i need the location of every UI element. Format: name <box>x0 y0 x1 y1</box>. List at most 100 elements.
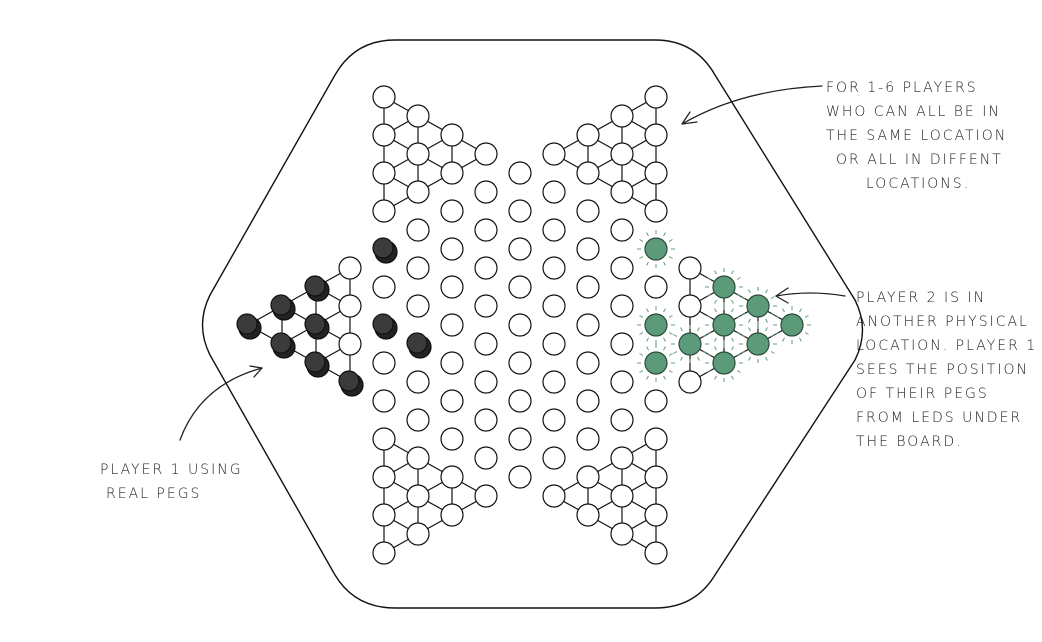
board-hole[interactable] <box>372 85 396 109</box>
board-hole[interactable] <box>610 294 634 318</box>
player1-peg[interactable] <box>372 313 398 340</box>
board-hole[interactable] <box>372 161 396 185</box>
board-hole[interactable] <box>372 541 396 565</box>
board-hole[interactable] <box>678 370 702 394</box>
board-hole[interactable] <box>372 123 396 147</box>
board-hole[interactable] <box>406 522 430 546</box>
board-hole[interactable] <box>542 294 566 318</box>
board-hole[interactable] <box>474 370 498 394</box>
board-hole[interactable] <box>406 104 430 128</box>
board-hole[interactable] <box>338 294 362 318</box>
player1-peg[interactable] <box>270 332 296 359</box>
board-hole[interactable] <box>610 446 634 470</box>
board-hole[interactable] <box>576 123 600 147</box>
board-hole[interactable] <box>644 427 668 451</box>
board-hole[interactable] <box>372 427 396 451</box>
board-hole[interactable] <box>474 256 498 280</box>
board-hole[interactable] <box>440 313 464 337</box>
board-hole[interactable] <box>576 199 600 223</box>
board-hole[interactable] <box>508 199 532 223</box>
board-hole[interactable] <box>644 503 668 527</box>
board-hole[interactable] <box>372 351 396 375</box>
board-hole[interactable] <box>610 256 634 280</box>
board-hole[interactable] <box>406 370 430 394</box>
board-hole[interactable] <box>372 503 396 527</box>
board-hole[interactable] <box>440 465 464 489</box>
board-hole[interactable] <box>440 351 464 375</box>
board-hole[interactable] <box>508 313 532 337</box>
board-hole[interactable] <box>440 161 464 185</box>
board-hole[interactable] <box>644 85 668 109</box>
board-hole[interactable] <box>542 370 566 394</box>
player1-peg[interactable] <box>304 275 330 302</box>
board-hole[interactable] <box>338 256 362 280</box>
board-hole[interactable] <box>440 123 464 147</box>
board-hole[interactable] <box>610 370 634 394</box>
board-hole[interactable] <box>678 256 702 280</box>
player1-peg[interactable] <box>236 313 262 340</box>
board-hole[interactable] <box>406 180 430 204</box>
board-hole[interactable] <box>474 180 498 204</box>
board-hole[interactable] <box>474 484 498 508</box>
board-hole[interactable] <box>542 180 566 204</box>
board-hole[interactable] <box>508 351 532 375</box>
board-hole[interactable] <box>406 256 430 280</box>
board-hole[interactable] <box>406 294 430 318</box>
board-hole[interactable] <box>576 313 600 337</box>
board-hole[interactable] <box>508 161 532 185</box>
player1-peg[interactable] <box>270 294 296 321</box>
board-hole[interactable] <box>644 199 668 223</box>
board-hole[interactable] <box>610 332 634 356</box>
board-hole[interactable] <box>644 123 668 147</box>
board-hole[interactable] <box>474 142 498 166</box>
board-hole[interactable] <box>542 218 566 242</box>
board-hole[interactable] <box>542 484 566 508</box>
board-hole[interactable] <box>576 389 600 413</box>
board-hole[interactable] <box>644 275 668 299</box>
board-hole[interactable] <box>644 389 668 413</box>
board-hole[interactable] <box>372 199 396 223</box>
board-hole[interactable] <box>610 142 634 166</box>
board-hole[interactable] <box>644 541 668 565</box>
board-hole[interactable] <box>610 484 634 508</box>
board-hole[interactable] <box>440 389 464 413</box>
board-hole[interactable] <box>372 389 396 413</box>
board-hole[interactable] <box>542 408 566 432</box>
board-hole[interactable] <box>372 275 396 299</box>
board-hole[interactable] <box>508 237 532 261</box>
board-hole[interactable] <box>406 142 430 166</box>
board-hole[interactable] <box>644 161 668 185</box>
board-hole[interactable] <box>542 256 566 280</box>
board-hole[interactable] <box>542 142 566 166</box>
board-hole[interactable] <box>474 408 498 432</box>
board-hole[interactable] <box>576 503 600 527</box>
board-hole[interactable] <box>440 275 464 299</box>
board-hole[interactable] <box>610 408 634 432</box>
player1-peg[interactable] <box>406 332 432 359</box>
board-hole[interactable] <box>474 446 498 470</box>
board-hole[interactable] <box>678 294 702 318</box>
board-hole[interactable] <box>542 332 566 356</box>
board-hole[interactable] <box>610 104 634 128</box>
board-hole[interactable] <box>338 332 362 356</box>
board-hole[interactable] <box>610 218 634 242</box>
board-hole[interactable] <box>440 237 464 261</box>
board-hole[interactable] <box>576 161 600 185</box>
board-hole[interactable] <box>610 522 634 546</box>
board-hole[interactable] <box>406 218 430 242</box>
board-hole[interactable] <box>644 465 668 489</box>
board-hole[interactable] <box>474 332 498 356</box>
board-hole[interactable] <box>440 503 464 527</box>
board-hole[interactable] <box>406 484 430 508</box>
board-hole[interactable] <box>474 294 498 318</box>
board-hole[interactable] <box>406 408 430 432</box>
board-hole[interactable] <box>576 427 600 451</box>
board-hole[interactable] <box>576 465 600 489</box>
board-hole[interactable] <box>508 275 532 299</box>
player1-peg[interactable] <box>304 313 330 340</box>
board-hole[interactable] <box>508 427 532 451</box>
board-hole[interactable] <box>406 446 430 470</box>
board-hole[interactable] <box>474 218 498 242</box>
player1-peg[interactable] <box>338 370 364 397</box>
player1-peg[interactable] <box>304 351 330 378</box>
